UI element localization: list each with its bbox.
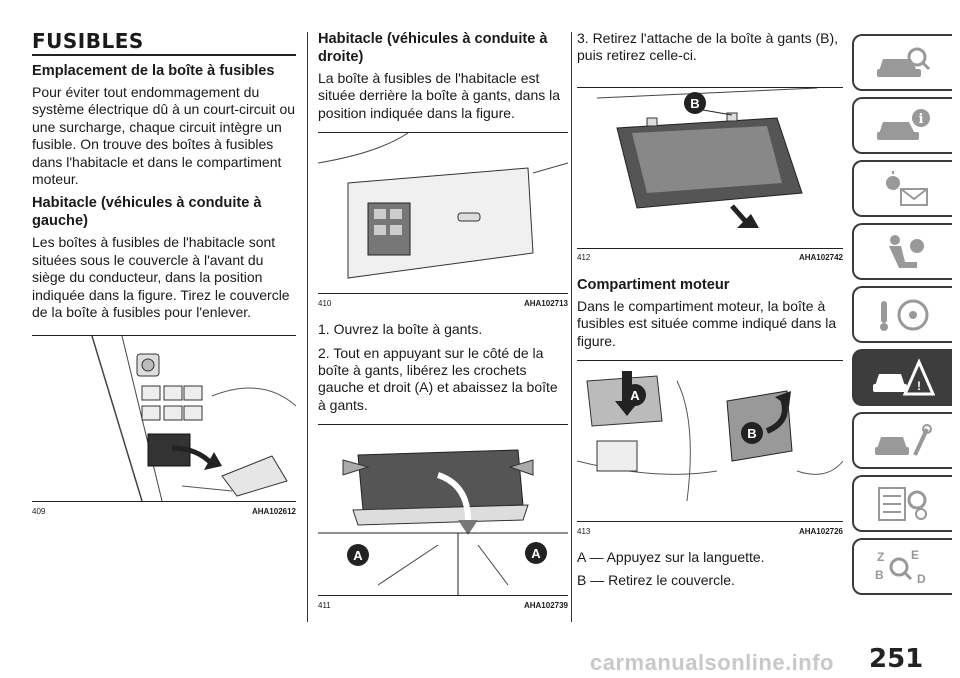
figure-code: AHA102713 — [523, 298, 568, 308]
figure-code: AHA102742 — [798, 253, 843, 263]
figure-411: A A 411 AHA102739 — [318, 424, 568, 611]
figure-411-caption: 411 AHA102739 — [318, 595, 568, 611]
figure-number: 409 — [32, 506, 46, 516]
callout-b: B — [690, 96, 699, 111]
figure-code: AHA102739 — [523, 600, 568, 610]
car-breakdown-warning-icon: ! — [873, 357, 935, 395]
checklist-gears-icon — [878, 486, 927, 521]
svg-text:i: i — [919, 112, 924, 127]
glovebox-release-illustration: A A — [318, 425, 568, 596]
glovebox-removal-illustration: B — [577, 87, 843, 248]
tab-car-info[interactable]: i — [852, 97, 952, 154]
figure-number: 410 — [318, 298, 332, 308]
item-a: A — Appuyez sur la languette. — [577, 549, 765, 566]
tab-index[interactable]: Z E B D — [852, 538, 952, 595]
key-steering-wheel-icon — [880, 299, 929, 331]
figure-413-caption: 413 AHA102726 — [577, 521, 843, 537]
section-title: FUSIBLES — [32, 29, 144, 53]
chapter-tabs: i ! — [852, 34, 952, 601]
item-b: B — Retirez le couvercle. — [577, 572, 735, 589]
figure-code: AHA102726 — [798, 526, 843, 536]
callout-b: B — [747, 426, 756, 441]
callout-a-right: A — [531, 546, 541, 561]
car-search-icon — [877, 47, 931, 77]
figure-413: A B 413 AHA102726 — [577, 360, 843, 537]
warning-light-mail-icon — [886, 170, 928, 206]
car-wrench-icon — [875, 423, 932, 456]
tab-maintenance[interactable] — [852, 412, 952, 469]
heading-engine-compartment: Compartiment moteur — [577, 276, 730, 293]
tab-warning-lights[interactable] — [852, 160, 952, 217]
tab-technical-data[interactable] — [852, 475, 952, 532]
column-divider-1 — [307, 32, 308, 622]
watermark: carmanualsonline.info — [590, 650, 834, 675]
step-3: 3. Retirez l'attache de la boîte à gants… — [577, 30, 839, 64]
figure-409-caption: 409 AHA102612 — [32, 501, 296, 517]
paragraph-intro: Pour éviter tout endommagement du systèm… — [32, 84, 296, 188]
figure-code: AHA102612 — [251, 506, 296, 516]
svg-text:!: ! — [917, 379, 921, 393]
paragraph-engine: Dans le compartiment moteur, la boîte à … — [577, 297, 837, 349]
figure-number: 413 — [577, 526, 591, 536]
seat-airbag-icon — [889, 234, 924, 268]
tab-emergency[interactable]: ! — [852, 349, 952, 406]
paragraph-rhd-cabin: La boîte à fusibles de l'habitacle est s… — [318, 70, 561, 121]
column-2: Habitacle (véhicules à conduite à droite… — [318, 30, 568, 611]
figure-number: 412 — [577, 253, 591, 263]
callout-a-left: A — [353, 548, 363, 563]
svg-text:B: B — [875, 568, 884, 582]
alphabet-index-search-icon: Z E B D — [875, 548, 926, 586]
step-2: 2. Tout en appuyant sur le côté de la bo… — [318, 344, 558, 413]
heading-rhd-cabin: Habitacle (véhicules à conduite à droite… — [318, 31, 548, 65]
callout-a: A — [630, 388, 640, 403]
column-1: FUSIBLES Emplacement de la boîte à fusib… — [32, 30, 296, 517]
title-rule — [32, 54, 296, 56]
step-1: 1. Ouvrez la boîte à gants. — [318, 321, 483, 338]
figure-412-caption: 412 AHA102742 — [577, 247, 843, 264]
figure-409: 409 AHA102612 — [32, 335, 296, 517]
heading-lhd-cabin: Habitacle (véhicules à conduite à gauche… — [32, 195, 262, 230]
figure-412: B 412 AHA102742 — [577, 86, 843, 264]
lhd-fusebox-illustration — [32, 336, 296, 502]
heading-fuse-location: Emplacement de la boîte à fusibles — [32, 63, 275, 79]
svg-text:Z: Z — [877, 550, 884, 564]
tab-starting-driving[interactable] — [852, 286, 952, 343]
tab-safety[interactable] — [852, 223, 952, 280]
column-3: 3. Retirez l'attache de la boîte à gants… — [577, 30, 843, 596]
tab-car-search[interactable] — [852, 34, 952, 91]
svg-text:E: E — [911, 548, 919, 562]
page-number: 251 — [869, 644, 924, 674]
figure-410-caption: 410 AHA102713 — [318, 293, 568, 309]
engine-fusebox-illustration: A B — [577, 361, 843, 522]
figure-410: 410 AHA102713 — [318, 132, 568, 309]
paragraph-lhd-cabin: Les boîtes à fusibles de l'habitacle son… — [32, 234, 290, 321]
car-info-icon: i — [877, 108, 930, 140]
rhd-glovebox-illustration — [318, 133, 568, 294]
figure-number: 411 — [318, 600, 331, 610]
svg-text:D: D — [917, 572, 926, 586]
column-divider-2 — [571, 32, 572, 622]
